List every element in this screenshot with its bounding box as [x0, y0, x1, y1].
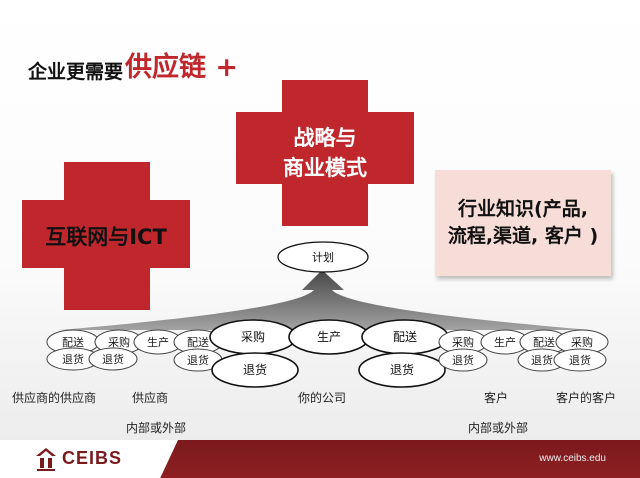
right-return-node — [438, 348, 488, 372]
supplier-of-supplier-label: 供应商的供应商 — [12, 391, 97, 405]
internet-cross: 互联网与ICT — [22, 162, 190, 310]
core-purchase-text: 采购 — [241, 329, 265, 344]
internet-label: 互联网与ICT — [45, 225, 167, 249]
plan-text: 计划 — [312, 251, 334, 264]
left-deliver-text: 配送 — [187, 335, 209, 349]
website-link[interactable]: www.ceibs.edu — [539, 453, 606, 464]
left-return-text: 退货 — [187, 353, 209, 367]
far-left-deliver-text: 配送 — [62, 335, 84, 349]
your-company-label: 你的公司 — [298, 391, 347, 405]
far-right-purchase-text: 采购 — [571, 335, 593, 349]
plan-node — [277, 241, 369, 273]
core-return-right-text: 退货 — [390, 362, 414, 377]
far-left-return-a-text: 退货 — [62, 352, 84, 366]
core-return-right-node — [358, 352, 446, 388]
right-return-text: 退货 — [452, 353, 474, 367]
logo-text: CEIBS — [62, 448, 123, 468]
ceibs-emblem-icon — [36, 448, 56, 471]
far-left-purchase-text: 采购 — [108, 335, 130, 349]
logo-badge — [0, 440, 178, 478]
page-title: 企业更需要 供应链 + — [28, 44, 238, 84]
supplier-label: 供应商 — [132, 391, 169, 405]
plan-arrow — [60, 270, 590, 330]
core-return-left-node — [211, 352, 299, 388]
far-left-return-b-node — [88, 347, 138, 371]
customer-of-customer-label: 客户的客户 — [556, 391, 617, 405]
title-accent: 供应链 + — [125, 52, 239, 83]
right-produce-text: 生产 — [494, 335, 516, 349]
core-return-left-text: 退货 — [243, 362, 267, 377]
far-right-deliver-text: 配送 — [533, 335, 555, 349]
internal-external-left-label: 内部或外部 — [126, 421, 187, 435]
far-left-return-b-text: 退货 — [102, 352, 124, 366]
customer-label: 客户 — [484, 391, 509, 405]
core-deliver-text: 配送 — [393, 329, 417, 344]
industry-box: 行业知识(产品, 流程,渠道, 客户 ) — [435, 170, 611, 276]
left-produce-text: 生产 — [147, 335, 169, 349]
far-right-return-b-text: 退货 — [569, 353, 591, 367]
right-purchase-text: 采购 — [452, 335, 474, 349]
core-produce-text: 生产 — [317, 330, 341, 344]
title-prefix: 企业更需要 — [28, 61, 124, 83]
far-right-return-b-node — [553, 348, 607, 372]
internal-external-right-label: 内部或外部 — [468, 421, 529, 435]
strategy-cross: 战略与 商业模式 — [236, 80, 414, 226]
strategy-label: 战略与 商业模式 — [283, 126, 367, 180]
industry-label: 行业知识(产品, 流程,渠道, 客户 ) — [447, 198, 599, 247]
far-right-return-a-text: 退货 — [531, 353, 553, 367]
